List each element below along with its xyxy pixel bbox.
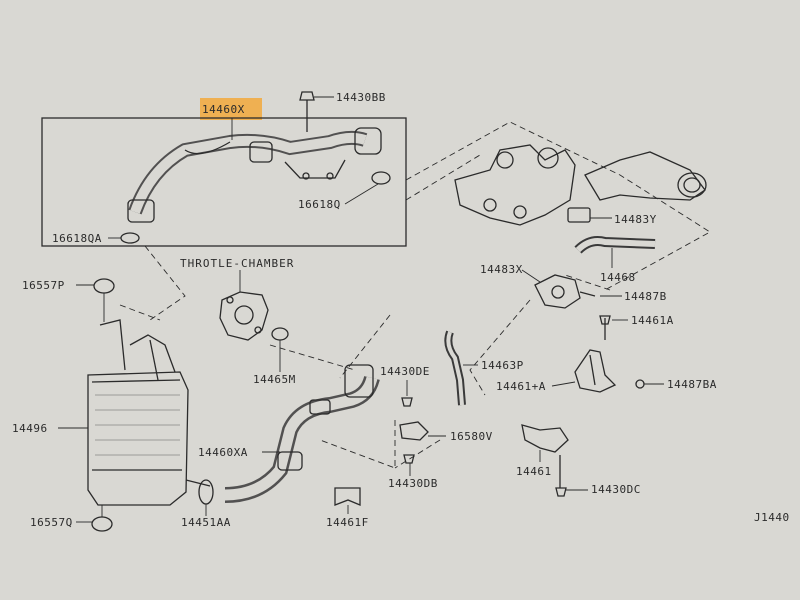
callout-14487B: 14487B: [624, 290, 667, 303]
pipe-14463P: [444, 330, 466, 406]
callout-14461: 14461: [516, 465, 552, 478]
callout-14465M: 14465M: [253, 373, 296, 386]
bolt-14430DC: [555, 487, 567, 497]
diagram-reference: J1440: [754, 511, 790, 524]
valve-14483X: [534, 274, 596, 309]
dashed-connector: [405, 121, 711, 291]
callout-14430BB: 14430BB: [336, 91, 386, 104]
callout-14463P: 14463P: [481, 359, 524, 372]
lower-hose: [224, 364, 380, 503]
plug-16557Q: [91, 516, 113, 532]
throttle-chamber-label: THROTLE-CHAMBER: [180, 257, 295, 270]
callout-14496: 14496: [12, 422, 48, 435]
plug-16557P: [93, 278, 115, 294]
clip-14461F: [334, 487, 361, 506]
callout-14468: 14468: [600, 271, 636, 284]
callout-16618Q: 16618Q: [298, 198, 341, 211]
bracket-14461: [521, 424, 569, 453]
turbocharger: [454, 144, 707, 226]
callout-14430DB: 14430DB: [388, 477, 438, 490]
callout-14460X: 14460X: [202, 103, 245, 116]
callout-16557Q: 16557Q: [30, 516, 73, 529]
callout-14461-plus-A: 14461+A: [496, 380, 546, 393]
bracket-14461-plus-A: [574, 349, 617, 393]
bolt: [299, 91, 315, 101]
assembly-box: [41, 117, 407, 247]
hose-14468: [574, 236, 656, 254]
throttle-chamber: [219, 291, 269, 341]
part-highlight: [200, 98, 262, 120]
intercooler: [87, 319, 211, 506]
callout-14430DE: 14430DE: [380, 365, 430, 378]
gasket-ring: [120, 232, 140, 244]
callout-14461A: 14461A: [631, 314, 674, 327]
gasket-ring: [371, 171, 391, 185]
callout-14461F: 14461F: [326, 516, 369, 529]
callout-16580V: 16580V: [450, 430, 493, 443]
callout-14487BA: 14487BA: [667, 378, 717, 391]
sensor-16580V: [399, 421, 429, 441]
sensor-14483Y: [567, 207, 591, 223]
callout-14460XA: 14460XA: [198, 446, 248, 459]
callout-14483Y: 14483Y: [614, 213, 657, 226]
callout-14483X: 14483X: [480, 263, 523, 276]
callout-16557P: 16557P: [22, 279, 65, 292]
callout-14451AA: 14451AA: [181, 516, 231, 529]
callout-14430DC: 14430DC: [591, 483, 641, 496]
callout-16618QA: 16618QA: [52, 232, 102, 245]
gasket-14465M: [271, 327, 289, 341]
upper-hose: [127, 127, 382, 223]
